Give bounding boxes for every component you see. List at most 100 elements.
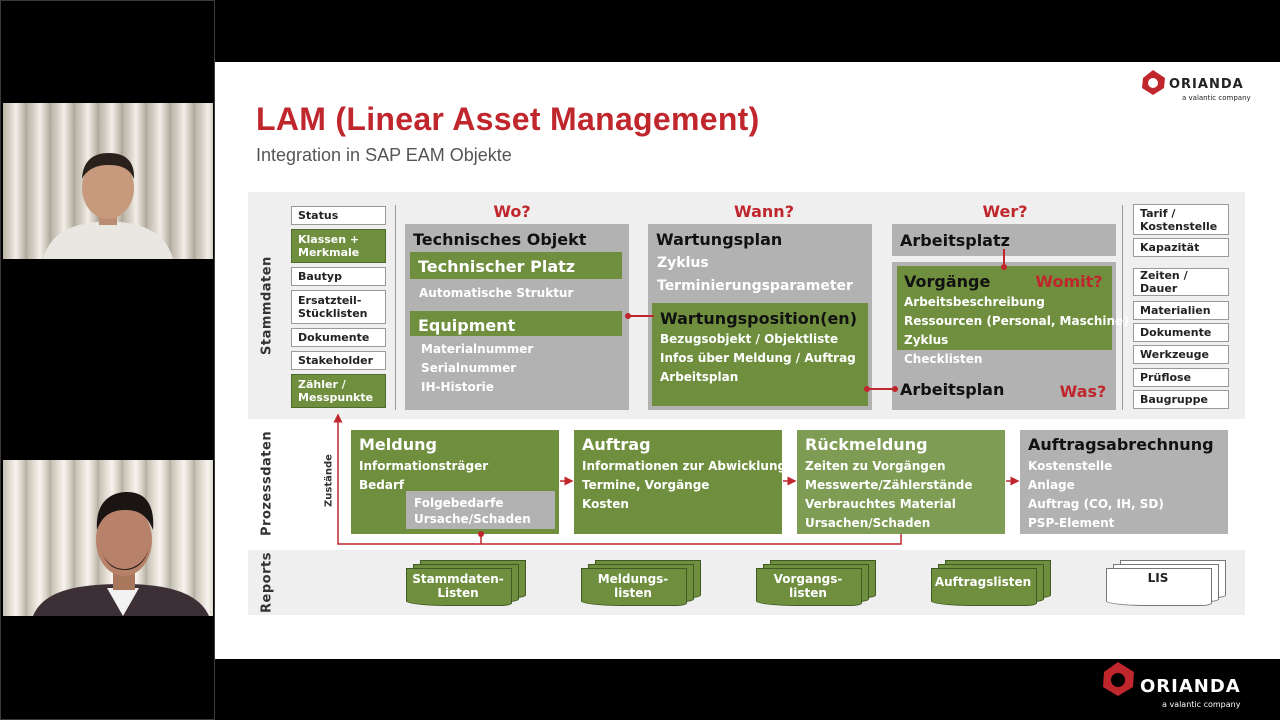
reports-label: Reports — [259, 552, 275, 613]
question-was: Was? — [1059, 382, 1107, 401]
vorgaenge-line: Zyklus — [904, 333, 949, 347]
task-item-dokumente: Dokumente — [1133, 323, 1229, 342]
orianda-logo: ORIANDA a valantic company — [1140, 68, 1251, 104]
checklisten-label: Checklisten — [904, 352, 983, 366]
stammdaten-label: Stammdaten — [259, 256, 275, 355]
report-sheet — [931, 568, 1037, 606]
divider-right — [1122, 205, 1123, 410]
footer-logo-wordmark: ORIANDA — [1140, 676, 1241, 697]
wartungsplan-line: Terminierungsparameter — [657, 278, 853, 294]
report-label: LIS — [1147, 571, 1169, 585]
rueckmeldung-line: Verbrauchtes Material — [805, 497, 956, 511]
auftragsabrechnung-line: PSP-Element — [1028, 516, 1115, 530]
arbeitsplan-title: Arbeitsplan — [900, 380, 1005, 399]
folgebedarfe-line: Folgebedarfe — [414, 496, 504, 510]
arbeitsplatz-title: Arbeitsplatz — [900, 231, 1010, 250]
master-item-zaehler: Zähler / Messpunkte — [291, 374, 386, 408]
equipment-line: Materialnummer — [421, 342, 534, 356]
equipment-line: IH-Historie — [421, 380, 494, 394]
question-womit: Womit? — [1035, 272, 1103, 291]
orianda-logo-icon — [1142, 70, 1165, 95]
connector-dot — [864, 386, 870, 392]
rueckmeldung-title: Rückmeldung — [805, 435, 928, 454]
connector-dot — [1001, 264, 1007, 270]
master-item-stakeholder: Stakeholder — [291, 351, 386, 370]
vorgaenge-title: Vorgänge — [904, 272, 991, 291]
footer-logo-tagline: a valantic company — [1162, 700, 1241, 709]
master-item-bautyp: Bautyp — [291, 267, 386, 286]
auftragsabrechnung-line: Kostenstelle — [1028, 459, 1113, 473]
wartungsplan-title: Wartungsplan — [656, 230, 783, 249]
reports-panel — [248, 550, 1245, 615]
wartungsposition-line: Arbeitsplan — [660, 370, 739, 384]
report-sheet — [581, 568, 687, 606]
participant-video-2[interactable] — [3, 460, 213, 616]
connector-arbeitsplatz-vorgaenge — [1003, 249, 1005, 267]
report-sheet — [1106, 568, 1212, 606]
master-item-dokumente: Dokumente — [291, 328, 386, 347]
logo-wordmark: ORIANDA — [1169, 77, 1244, 92]
report-sheet — [406, 568, 512, 606]
participant-2-figure — [33, 492, 209, 616]
meldung-line: Bedarf — [359, 478, 405, 492]
report-sheet — [756, 568, 862, 606]
report-auftragslisten[interactable]: Auftragslisten — [931, 560, 1051, 608]
auftrag-line: Termine, Vorgänge — [582, 478, 710, 492]
auftragsabrechnung-box — [1020, 430, 1228, 534]
equipment-title: Equipment — [418, 316, 516, 335]
equipment-line: Serialnummer — [421, 361, 517, 375]
rueckmeldung-box — [797, 430, 1005, 534]
master-item-ersatzteil: Ersatzteil-Stücklisten — [291, 290, 386, 324]
master-item-klassen: Klassen + Merkmale — [291, 229, 386, 263]
task-item-prueflose: Prüflose — [1133, 368, 1229, 387]
report-label: Auftragslisten — [934, 575, 1032, 589]
connector-equipment-wartung — [628, 315, 654, 317]
technischer-platz-title: Technischer Platz — [418, 257, 576, 276]
report-lis[interactable]: LIS — [1106, 560, 1226, 608]
question-wo: Wo? — [493, 202, 531, 221]
footer-logo: ORIANDA a valantic company — [1098, 660, 1250, 712]
connector-wartung-arbeitsplan — [866, 388, 898, 390]
question-wer: Wer? — [982, 202, 1028, 221]
vorgaenge-line: Ressourcen (Personal, Maschine) — [904, 314, 1129, 328]
auftrag-box — [574, 430, 782, 534]
slide-title: LAM (Linear Asset Management) — [256, 101, 760, 137]
participant-video-1[interactable] — [3, 103, 213, 259]
wartungsplan-line: Zyklus — [657, 255, 709, 271]
auftrag-title: Auftrag — [582, 435, 651, 454]
vorgaenge-line: Arbeitsbeschreibung — [904, 295, 1045, 309]
logo-tagline: a valantic company — [1182, 94, 1251, 102]
rueckmeldung-line: Zeiten zu Vorgängen — [805, 459, 946, 473]
auftragsabrechnung-line: Anlage — [1028, 478, 1075, 492]
orianda-logo-icon — [1103, 662, 1134, 696]
rueckmeldung-line: Messwerte/Zählerstände — [805, 478, 973, 492]
auftrag-line: Kosten — [582, 497, 629, 511]
connector-dot — [625, 313, 631, 319]
folgebedarfe-line: Ursache/Schaden — [414, 512, 531, 526]
resource-item-tarif: Tarif / Kostenstelle — [1133, 204, 1229, 235]
question-wann: Wann? — [734, 202, 794, 221]
auftragsabrechnung-title: Auftragsabrechnung — [1028, 435, 1214, 454]
wartungsposition-line: Infos über Meldung / Auftrag — [660, 351, 856, 365]
report-stammdaten-listen[interactable]: Stammdaten-Listen — [406, 560, 526, 608]
report-vorgangslisten[interactable]: Vorgangs-listen — [756, 560, 876, 608]
report-label: Stammdaten-Listen — [412, 572, 504, 600]
meldung-line: Informationsträger — [359, 459, 489, 473]
master-item-status: Status — [291, 206, 386, 225]
slide-subtitle: Integration in SAP EAM Objekte — [256, 145, 512, 165]
wartungsposition-line: Bezugsobjekt / Objektliste — [660, 332, 839, 346]
technischer-platz-line: Automatische Struktur — [419, 286, 574, 300]
meldung-title: Meldung — [359, 435, 437, 454]
connector-dot — [892, 386, 898, 392]
report-meldungslisten[interactable]: Meldungs-listen — [581, 560, 701, 608]
task-item-baugruppe: Baugruppe — [1133, 390, 1229, 409]
report-label: Vorgangs-listen — [773, 572, 843, 600]
equipment-bar — [410, 311, 622, 336]
rueckmeldung-line: Ursachen/Schaden — [805, 516, 931, 530]
report-label: Meldungs-listen — [597, 572, 669, 600]
task-item-werkzeuge: Werkzeuge — [1133, 345, 1229, 364]
participant-1-figure — [43, 153, 173, 259]
auftragsabrechnung-line: Auftrag (CO, IH, SD) — [1028, 497, 1164, 511]
technischer-platz-bar — [410, 252, 622, 279]
wartungsposition-box — [652, 303, 868, 406]
